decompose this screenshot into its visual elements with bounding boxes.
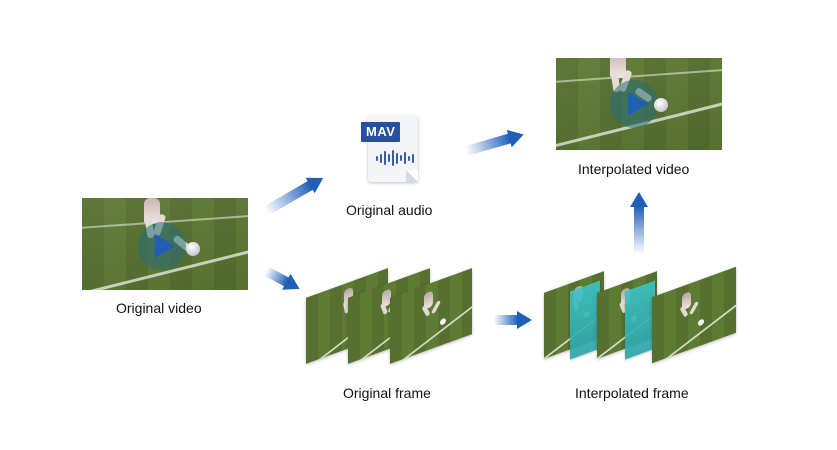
- interpolated-video-label: Interpolated video: [578, 161, 690, 177]
- interpolated-frame-label: Interpolated frame: [575, 385, 689, 401]
- original-video-thumbnail: [82, 198, 248, 290]
- arrow-icon: [262, 170, 328, 219]
- original-frame: [652, 266, 736, 364]
- original-audio-label: Original audio: [346, 202, 433, 218]
- arrow-icon: [262, 263, 304, 297]
- original-video-label: Original video: [116, 300, 202, 316]
- interpolated-frame: [570, 280, 600, 360]
- arrow-icon: [464, 125, 527, 160]
- play-icon: [628, 92, 648, 116]
- arrow-icon: [494, 311, 532, 329]
- original-frame-label: Original frame: [343, 385, 431, 401]
- file-format-badge: MAV: [361, 122, 401, 142]
- interpolated-frame: [625, 280, 655, 360]
- interpolated-video-thumbnail: [556, 58, 722, 150]
- play-icon: [155, 234, 175, 258]
- arrow-icon: [630, 192, 648, 254]
- waveform-icon: [376, 148, 414, 168]
